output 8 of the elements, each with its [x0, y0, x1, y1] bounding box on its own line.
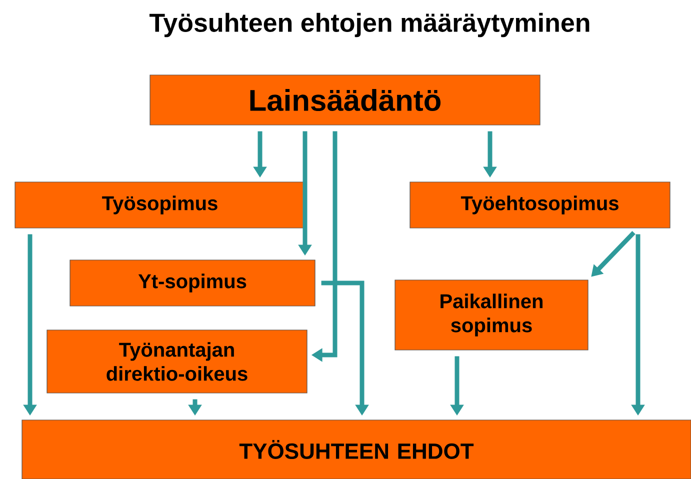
- process-box: Työehtosopimus: [410, 182, 670, 228]
- process-box: Työnantajan direktio-oikeus: [46, 330, 308, 394]
- process-box: Työsopimus: [14, 182, 306, 228]
- title: Työsuhteen ehtojen määräytyminen: [150, 12, 590, 38]
- process-box: Paikallinen sopimus: [394, 280, 588, 350]
- process-box: TYÖSUHTEEN EHDOT: [22, 420, 691, 479]
- process-box: Lainsäädäntö: [150, 74, 540, 126]
- process-box: Yt-sopimus: [70, 260, 316, 306]
